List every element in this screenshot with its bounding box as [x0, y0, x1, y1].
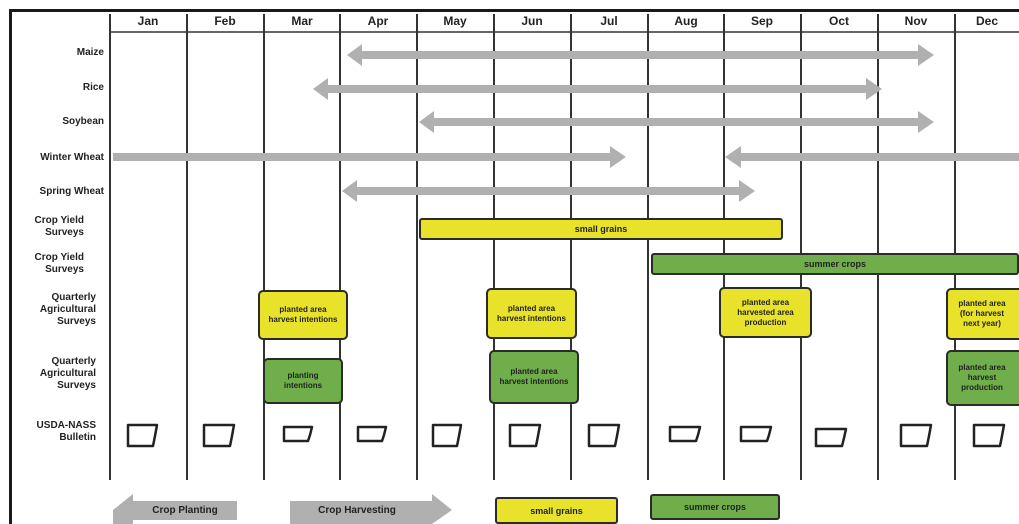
maize-season-arrow: [347, 44, 934, 66]
soybean-season-arrow: [419, 111, 934, 133]
bulletin-icon: [282, 425, 314, 443]
legend-crop-planting: Crop Planting: [152, 505, 218, 516]
winter-wheat-planting-arrow: [725, 146, 1019, 168]
month-header: Aug: [674, 14, 698, 28]
bulletin-icon: [668, 425, 702, 443]
row-label-maize: Maize: [76, 47, 104, 58]
spring-wheat-season-arrow: [342, 180, 755, 202]
bulletin-icon: [899, 423, 933, 448]
row-label-crop-yield-surveys: Crop Yield Surveys: [34, 215, 84, 238]
bulletin-icon: [972, 423, 1006, 448]
month-header: Nov: [904, 14, 928, 28]
summer-crops-survey-bar: summer crops: [651, 253, 1019, 275]
quarterly-box-jun: planted area harvest intentions: [486, 288, 577, 339]
row-label-quarterly-surveys: Quarterly Agricultural Surveys: [39, 292, 96, 327]
month-header: Feb: [214, 14, 236, 28]
bulletin-icon: [202, 423, 236, 448]
bulletin-icon: [739, 425, 773, 443]
crop-planting-legend-arrow: [113, 494, 237, 524]
month-header: Sep: [750, 14, 773, 28]
small-grains-survey-bar: small grains: [419, 218, 783, 240]
bulletin-icon: [587, 423, 621, 448]
legend-crop-harvesting: Crop Harvesting: [318, 505, 396, 516]
winter-wheat-harvest-arrow: [113, 146, 626, 168]
quarterly-green-box-mar: planting intentions: [263, 358, 343, 404]
row-label-soybean: Soybean: [62, 116, 104, 127]
row-label-rice: Rice: [82, 82, 104, 93]
bulletin-icon: [356, 425, 388, 443]
bulletin-icon: [431, 423, 463, 448]
bulletin-icon: [508, 423, 542, 448]
bulletin-icon: [814, 427, 848, 448]
bulletin-icon: [126, 423, 159, 448]
quarterly-box-mar: planted area harvest intentions: [258, 290, 348, 340]
month-header: May: [443, 14, 467, 28]
month-header: Jul: [600, 14, 618, 28]
row-label-spring-wheat: Spring Wheat: [39, 186, 104, 197]
quarterly-box-dec: planted area (for harvest next year): [946, 288, 1019, 340]
legend-small-grains: small grains: [495, 497, 618, 524]
row-label-crop-yield-surveys: Crop Yield Surveys: [34, 252, 84, 275]
quarterly-box-sep: planted area harvested area production: [719, 287, 812, 338]
row-label-bulletin: USDA-NASS Bulletin: [36, 420, 96, 443]
month-header: Apr: [367, 14, 389, 28]
rice-season-arrow: [313, 78, 882, 100]
month-header: Jun: [521, 14, 543, 28]
crop-harvesting-legend-arrow: [290, 494, 452, 524]
month-header: Dec: [975, 14, 998, 28]
month-header: Oct: [828, 14, 849, 28]
quarterly-green-box-jun: planted area harvest intentions: [489, 350, 579, 404]
month-header: Mar: [291, 14, 313, 28]
month-header: Jan: [137, 14, 159, 28]
row-label-winter-wheat: Winter Wheat: [40, 152, 104, 163]
legend-summer-crops: summer crops: [650, 494, 780, 520]
row-label-quarterly-surveys: Quarterly Agricultural Surveys: [39, 356, 96, 391]
quarterly-green-box-dec: planted area harvest production: [946, 350, 1019, 406]
